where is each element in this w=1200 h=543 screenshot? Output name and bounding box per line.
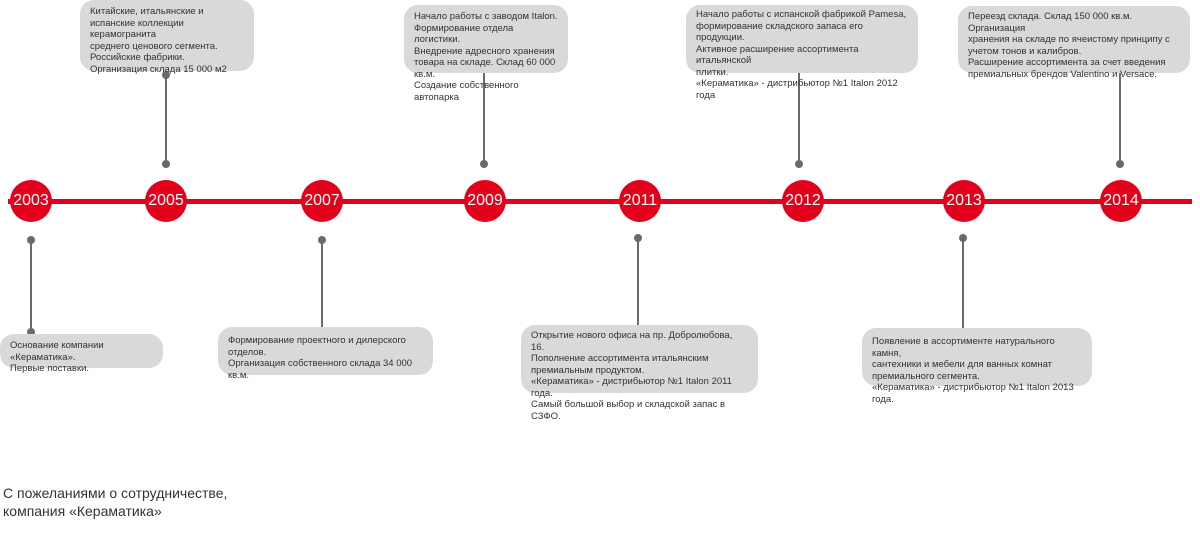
connector-dot-2003 <box>27 236 35 244</box>
connector-2005 <box>165 73 167 164</box>
timeline-line <box>8 199 1192 204</box>
year-2009: 2009 <box>464 180 506 222</box>
connector-dot-2005-top <box>162 71 170 79</box>
milestone-2014-text: Переезд склада. Склад 150 000 кв.м. Орга… <box>958 6 1190 80</box>
connector-2011 <box>637 240 639 332</box>
connector-2003 <box>30 240 32 332</box>
connector-dot-2005 <box>162 160 170 168</box>
year-2013: 2013 <box>943 180 985 222</box>
connector-dot-2012 <box>795 160 803 168</box>
milestone-2011-text: Открытие нового офиса на пр. Добролюбова… <box>521 325 758 422</box>
connector-2009 <box>483 73 485 164</box>
connector-dot-2014 <box>1116 160 1124 168</box>
year-2007: 2007 <box>301 180 343 222</box>
connector-2013 <box>962 240 964 332</box>
connector-dot-2003-end <box>27 328 35 336</box>
milestone-2013-text: Появление в ассортименте натурального ка… <box>862 328 1092 405</box>
year-2011: 2011 <box>619 180 661 222</box>
milestone-2007-text: Формирование проектного и дилерского отд… <box>218 327 433 381</box>
milestone-2009-text: Начало работы с заводом Italon. Формиров… <box>404 5 568 103</box>
milestone-2003-text: Основание компании «Кераматика». Первые … <box>0 334 163 374</box>
closing-note: С пожеланиями о сотрудничестве, компания… <box>3 485 228 519</box>
year-2012: 2012 <box>782 180 824 222</box>
connector-dot-2007 <box>318 236 326 244</box>
milestone-2005-text: Китайские, итальянские и испанские колле… <box>80 0 254 75</box>
year-2003: 2003 <box>10 180 52 222</box>
connector-2007 <box>321 240 323 332</box>
year-2005: 2005 <box>145 180 187 222</box>
connector-dot-2013 <box>959 234 967 242</box>
connector-2014 <box>1119 73 1121 164</box>
connector-dot-2011 <box>634 234 642 242</box>
connector-dot-2009 <box>480 160 488 168</box>
milestone-2012-text: Начало работы с испанской фабрикой Pames… <box>686 5 918 101</box>
year-2014: 2014 <box>1100 180 1142 222</box>
connector-2012 <box>798 73 800 164</box>
